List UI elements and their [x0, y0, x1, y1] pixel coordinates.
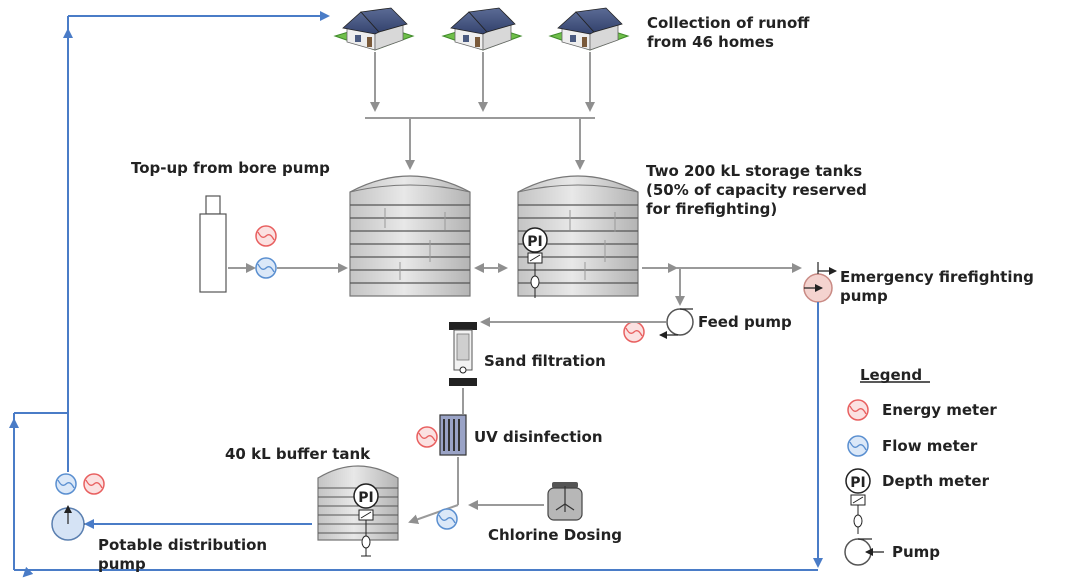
legend-pump-icon: [844, 538, 884, 566]
runoff-label: Collection of runoff from 46 homes: [647, 14, 810, 51]
legend-pump-label: Pump: [892, 543, 941, 561]
buffer-tank-label: 40 kL buffer tank: [225, 445, 371, 463]
flow-meter-icon: [255, 257, 277, 279]
svg-text:PI: PI: [358, 490, 373, 506]
treatment-lines: [408, 317, 666, 525]
depth-meter-icon: PI: [522, 227, 548, 298]
energy-meter-icon: [83, 473, 105, 495]
energy-meter-icon: [416, 426, 438, 448]
legend-depth-meter-icon: PI: [845, 468, 871, 534]
storage-tanks-label: Two 200 kL storage tanks (50% of capacit…: [646, 162, 867, 218]
legend-flow-meter-label: Flow meter: [882, 437, 978, 455]
runoff-collection-lines: [365, 52, 595, 170]
uv-disinfection-label: UV disinfection: [474, 428, 603, 446]
house-icon: [441, 7, 523, 51]
emergency-firefighting-pump-icon: [803, 262, 837, 303]
svg-text:PI: PI: [527, 234, 542, 250]
sand-filtration-label: Sand filtration: [484, 352, 606, 370]
sand-filter-icon: [449, 322, 477, 386]
legend-flow-meter-icon: [847, 435, 869, 457]
legend-title: Legend: [860, 366, 923, 384]
storage-flow-lines: [228, 263, 802, 306]
feed-pump-icon: [659, 308, 694, 339]
house-icon: [333, 7, 415, 51]
legend-energy-meter-icon: [847, 399, 869, 421]
topup-label: Top-up from bore pump: [131, 159, 330, 177]
svg-text:PI: PI: [850, 475, 865, 491]
feed-pump-label: Feed pump: [698, 313, 792, 331]
legend-energy-meter-label: Energy meter: [882, 401, 997, 419]
distribution-lines: [9, 11, 823, 578]
bore-pump-icon: [199, 195, 227, 293]
energy-meter-icon: [255, 225, 277, 247]
uv-disinfection-icon: [439, 414, 467, 456]
potable-pump-label: Potable distribution pump: [98, 536, 268, 573]
flow-meter-icon: [55, 473, 77, 495]
chlorine-dosing-icon: [547, 482, 583, 521]
flow-meter-icon: [436, 508, 458, 530]
depth-meter-icon: PI: [353, 483, 379, 557]
storage-tank-2: [517, 175, 639, 297]
energy-meter-icon: [623, 321, 645, 343]
emergency-pump-label: Emergency firefighting pump: [840, 268, 1034, 305]
legend-depth-meter-label: Depth meter: [882, 472, 989, 490]
house-icon: [548, 7, 630, 51]
potable-distribution-pump-icon: [51, 505, 92, 541]
chlorine-dosing-label: Chlorine Dosing: [488, 526, 622, 544]
storage-tank-1: [349, 175, 471, 297]
